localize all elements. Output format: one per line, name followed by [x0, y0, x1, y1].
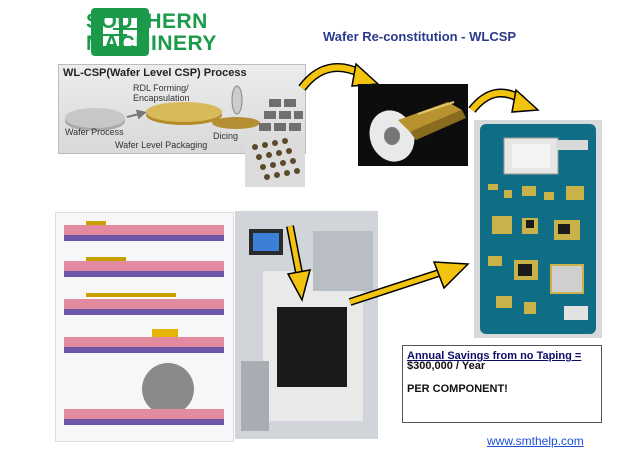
- curved-arrow-to-pcb: [468, 88, 540, 113]
- annual-savings-callout: Annual Savings from no Taping = $300,000…: [402, 345, 602, 423]
- savings-per-component: PER COMPONENT!: [407, 383, 508, 395]
- label-rdl-forming: RDL Forming/: [133, 83, 189, 93]
- arrow-machine-to-pcb: [348, 261, 470, 306]
- label-wafer-level-packaging: Wafer Level Packaging: [115, 140, 208, 150]
- cross-section-step-4: [64, 329, 224, 353]
- savings-amount: $300,000 / Year: [407, 360, 486, 372]
- wlcsp-process-diagram: WL-CSP(Wafer Level CSP) Process RDL Form…: [58, 64, 306, 154]
- website-link[interactable]: www.smthelp.com: [487, 434, 584, 448]
- slide-title: Wafer Re-constitution - WLCSP: [323, 29, 517, 44]
- label-dicing: Dicing: [213, 131, 239, 141]
- placement-machine-photo: [235, 211, 378, 439]
- southern-machinery-logo: [91, 8, 149, 56]
- phone-pcb-photo: [474, 120, 602, 338]
- label-encapsulation: Encapsulation: [133, 93, 190, 103]
- label-wafer-process: Wafer Process: [65, 127, 124, 137]
- cross-section-step-3: [64, 293, 224, 315]
- down-arrow-to-machine: [286, 225, 312, 303]
- curved-arrow-to-reel: [298, 62, 380, 91]
- brand-name-line2: MACHINERY: [86, 32, 217, 55]
- tape-reel-photo: [358, 84, 468, 166]
- rdl-cross-section-diagram: [55, 212, 234, 442]
- wlcsp-chip-photo: [245, 135, 305, 187]
- process-diagram-title: WL-CSP(Wafer Level CSP) Process: [63, 67, 247, 79]
- cross-section-step-2: [64, 257, 224, 277]
- savings-label: Annual Savings from no Taping =: [407, 350, 582, 362]
- brand-name-line1: SOUTHERN: [86, 10, 208, 33]
- cross-section-step-1: [64, 221, 224, 241]
- cross-section-step-5: [64, 363, 224, 425]
